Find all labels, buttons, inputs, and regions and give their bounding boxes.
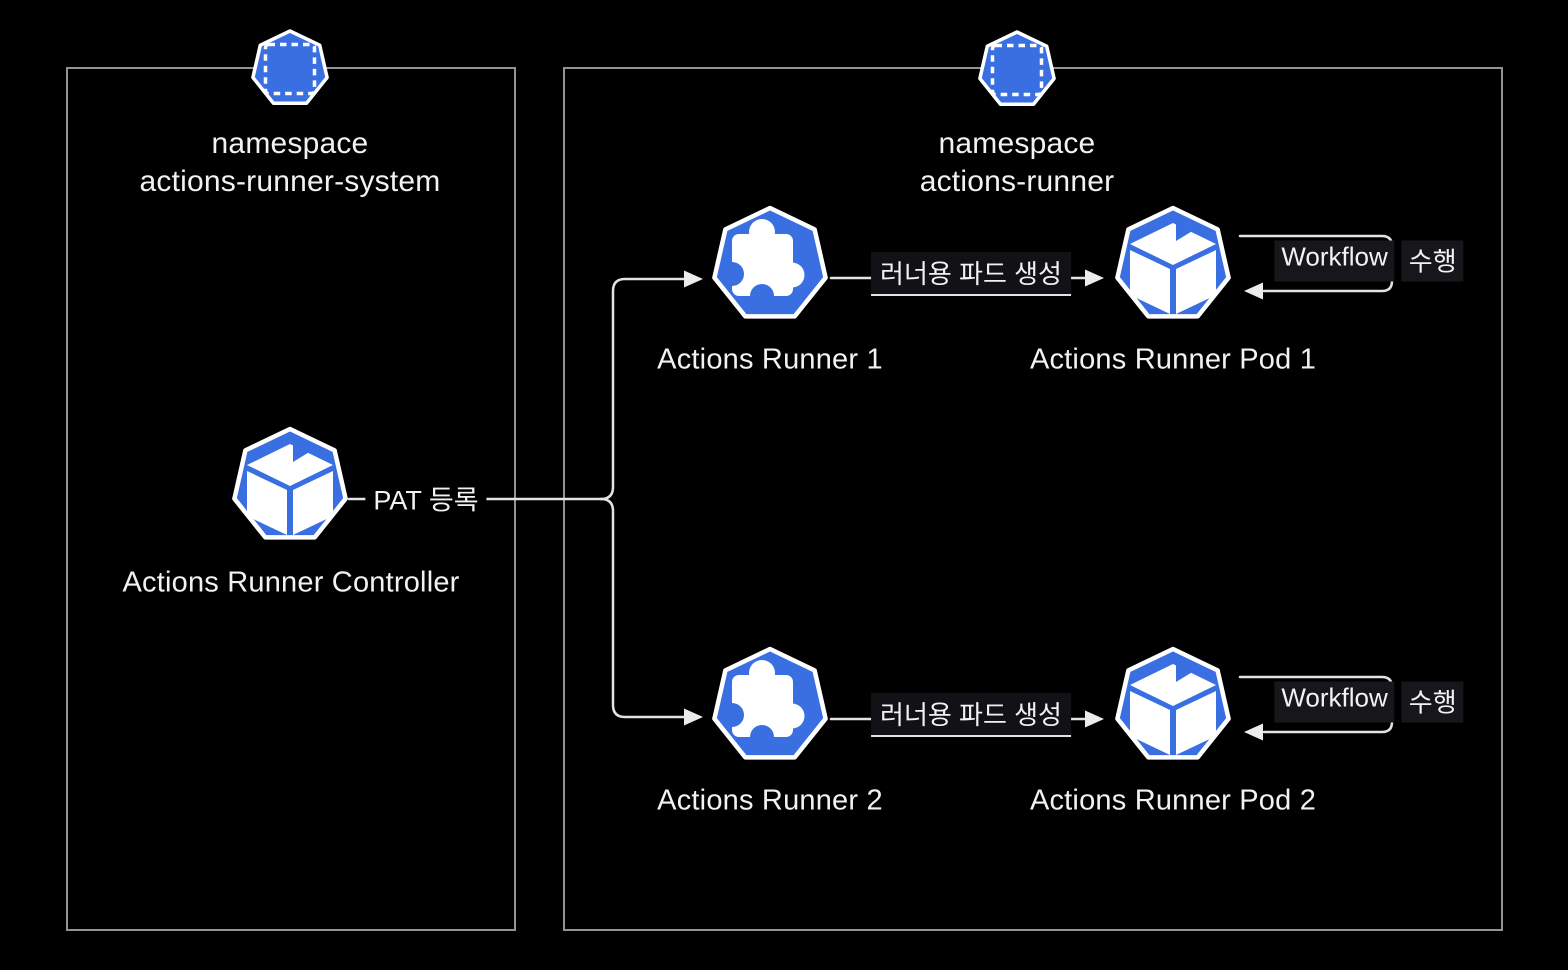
pod-2-label: Actions Runner Pod 2: [1029, 784, 1317, 817]
namespace-name: actions-runner: [919, 165, 1115, 198]
runner-1-puzzle-icon: [706, 201, 834, 329]
workflow-action: 수행: [1401, 240, 1464, 282]
controller-label: Actions Runner Controller: [122, 566, 460, 599]
namespace-title-left: namespace actions-runner-system: [140, 125, 441, 201]
create-pod-edge-label-1: 러너용 파드 생성: [871, 252, 1071, 296]
workflow-edge-label-1: Workflow 수행: [1274, 240, 1464, 282]
create-pod-edge-label-2: 러너용 파드 생성: [871, 693, 1071, 737]
arrowhead-workflow-2: [1244, 723, 1263, 741]
workflow-word: Workflow: [1274, 681, 1395, 723]
pod-2-cube-icon: [1109, 642, 1237, 770]
pod-1-cube-icon: [1109, 201, 1237, 329]
workflow-word: Workflow: [1274, 240, 1395, 282]
namespace-icon: [978, 30, 1056, 107]
arrowhead-pod-1: [1085, 269, 1104, 287]
edge-fork-up: [599, 277, 686, 501]
arrowhead-workflow-1: [1244, 282, 1263, 300]
arrowhead-runner-1: [684, 270, 703, 288]
namespace-title-right: namespace actions-runner: [920, 125, 1115, 201]
runner-1-label: Actions Runner 1: [657, 343, 883, 376]
namespace-name: actions-runner-system: [139, 165, 441, 198]
pat-edge-label: PAT 등록: [365, 477, 487, 519]
arrowhead-pod-2: [1085, 710, 1104, 728]
edge-fork-down: [599, 497, 686, 719]
namespace-icon: [251, 29, 329, 106]
namespace-word: namespace: [938, 127, 1096, 160]
workflow-edge-label-2: Workflow 수행: [1274, 681, 1464, 723]
runner-2-puzzle-icon: [706, 642, 834, 770]
arrowhead-runner-2: [684, 708, 703, 726]
workflow-action: 수행: [1401, 681, 1464, 723]
controller-cube-icon: [226, 422, 354, 550]
runner-2-label: Actions Runner 2: [657, 784, 883, 817]
namespace-word: namespace: [211, 127, 369, 160]
pod-1-label: Actions Runner Pod 1: [1029, 343, 1317, 376]
